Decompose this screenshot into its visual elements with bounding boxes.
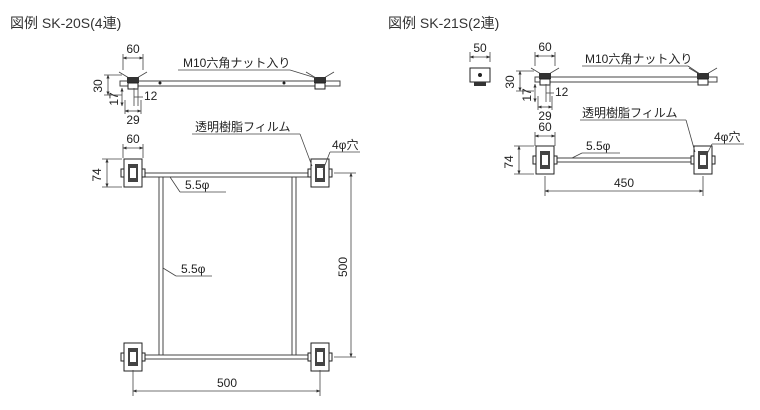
bracket-bottom-left	[120, 342, 146, 372]
dim-29: 29	[538, 109, 552, 123]
label-hole: 4φ穴	[714, 129, 740, 144]
bracket-left	[532, 145, 558, 175]
dim-60-top: 60	[126, 42, 140, 56]
rod-right	[291, 176, 297, 356]
dim-17: 17	[520, 88, 534, 102]
dim-50: 50	[473, 41, 487, 55]
dim-60-top: 60	[538, 40, 552, 54]
bracket-top-right	[307, 158, 333, 188]
label-nut: M10六角ナット入り	[585, 52, 692, 66]
dim-74: 74	[502, 155, 516, 169]
dim-60-plan: 60	[126, 132, 140, 146]
dim-30: 30	[91, 79, 105, 93]
dim-29: 29	[126, 113, 140, 127]
plan-view: 60 74 500 500 透明樹脂フィルム 4φ穴	[90, 119, 360, 396]
rod-main	[544, 157, 704, 163]
figure-sk20s: 図例 SK-20S(4連) 60 30 17 12	[10, 15, 360, 396]
label-rod-horizontal: 5.5φ	[185, 178, 210, 192]
label-hole: 4φ穴	[332, 137, 358, 152]
dim-12: 12	[555, 85, 569, 99]
side-rail	[534, 76, 718, 83]
dim-17: 17	[107, 92, 121, 106]
rod-top	[129, 172, 327, 178]
label-nut: M10六角ナット入り	[183, 56, 290, 70]
rod-left	[158, 176, 164, 356]
figure-title: 図例 SK-20S(4連)	[10, 15, 121, 31]
bracket-top-left	[120, 158, 146, 188]
dim-500-vertical: 500	[336, 257, 350, 277]
side-view: 60 30 17 12 29 M10六角ナット入り	[91, 42, 341, 127]
side-view: 60 30 17 12 29 M10六角ナット入り	[503, 40, 718, 123]
figure-sk21s: 図例 SK-21S(2連) 50 60 30 17	[388, 15, 744, 196]
label-rod-horizontal: 5.5φ	[586, 139, 611, 153]
dim-12: 12	[144, 89, 158, 103]
dim-30: 30	[503, 75, 517, 89]
end-view: 50	[469, 41, 491, 86]
label-film: 透明樹脂フィルム	[195, 119, 291, 134]
dim-450: 450	[614, 176, 634, 190]
label-rod-vertical: 5.5φ	[181, 262, 206, 276]
side-rail	[119, 80, 341, 87]
figure-title: 図例 SK-21S(2連)	[388, 15, 499, 31]
dim-500-horizontal: 500	[217, 376, 237, 390]
rod-bottom	[129, 354, 327, 360]
label-film: 透明樹脂フィルム	[582, 105, 678, 120]
plan-view: 60 74 450 透明樹脂フィルム 4φ穴 5.5φ	[502, 105, 744, 196]
dim-60-plan: 60	[538, 120, 552, 134]
bracket-bottom-right	[307, 342, 333, 372]
dim-74: 74	[90, 168, 104, 182]
